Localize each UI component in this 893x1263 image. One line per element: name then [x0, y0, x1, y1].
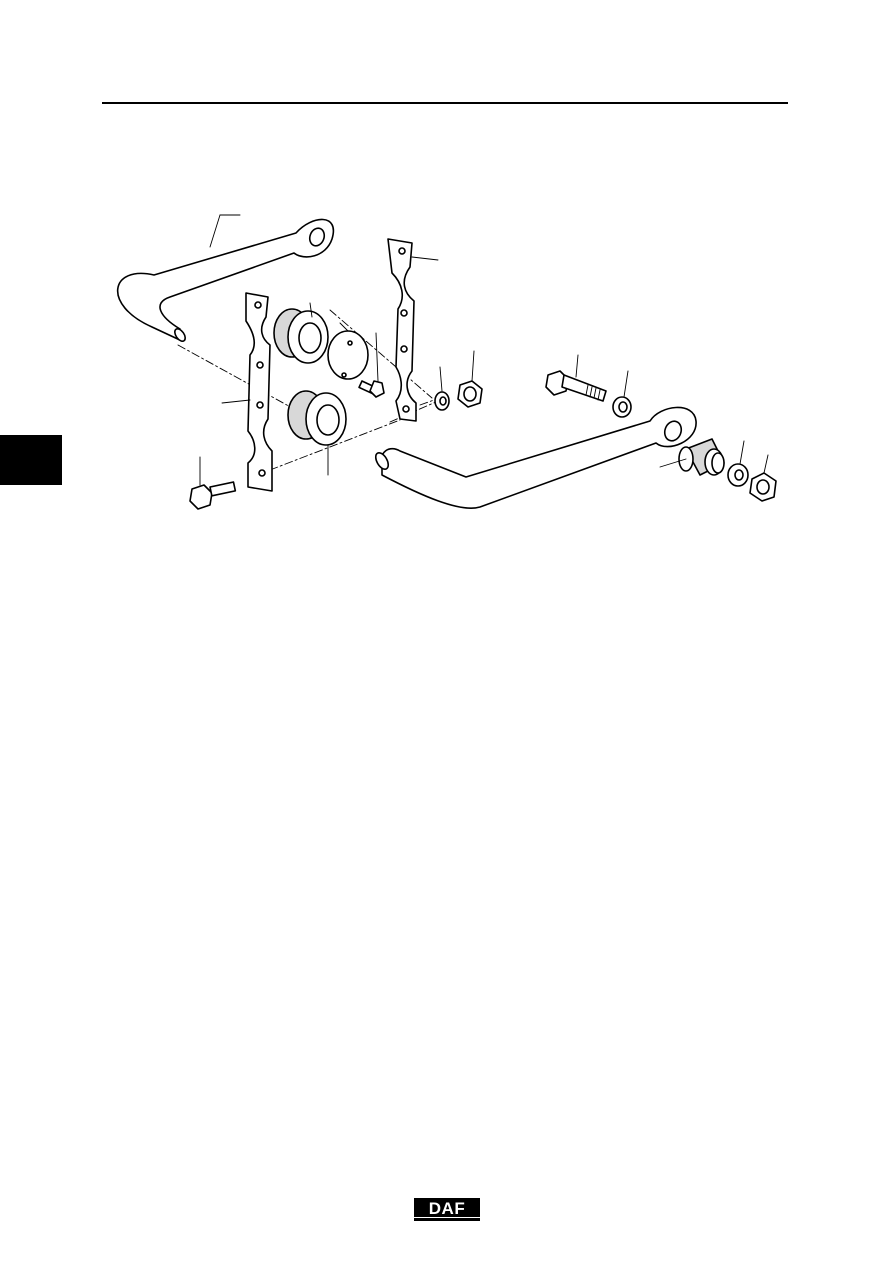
bracket-right — [387, 238, 439, 422]
washer — [434, 366, 450, 411]
chapter-tab — [0, 435, 62, 485]
nut-end — [749, 454, 777, 502]
bolt-flange — [189, 456, 237, 510]
stabiliser-bar-right — [374, 406, 697, 509]
cover-plate — [327, 322, 369, 380]
washer-right — [612, 370, 632, 418]
header-rule — [102, 102, 788, 104]
bracket-left — [221, 292, 273, 492]
bolt-small — [358, 332, 385, 398]
svg-text:DAF: DAF — [429, 1199, 465, 1218]
exploded-view-drawing — [100, 205, 800, 525]
daf-logo: DAF — [414, 1198, 480, 1222]
rubber-bush — [659, 438, 725, 476]
bush-upper — [273, 302, 329, 364]
bush-lower — [287, 390, 347, 476]
bolt-long — [545, 354, 607, 402]
stabiliser-bar-left — [116, 214, 335, 342]
washer-end — [727, 440, 749, 487]
nut — [457, 350, 483, 408]
